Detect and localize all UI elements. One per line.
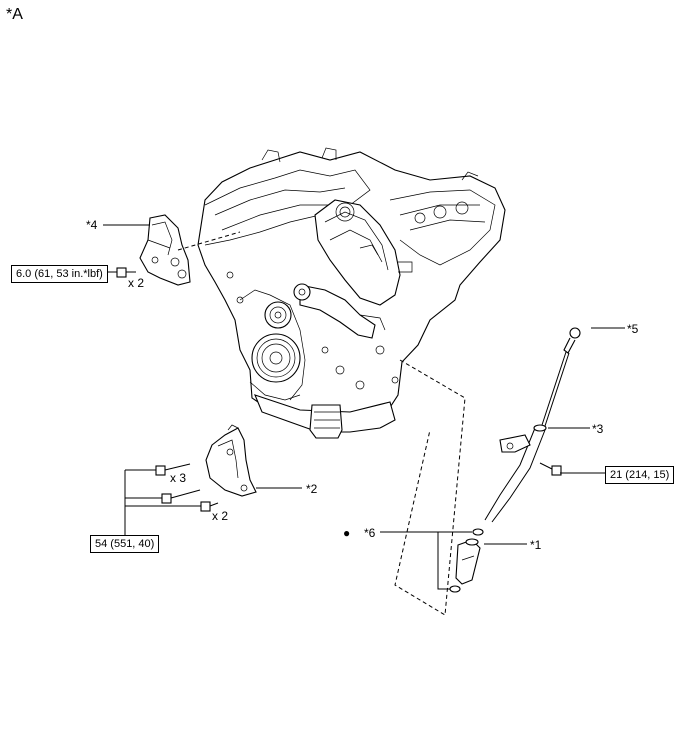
engine-assembly [197, 147, 506, 439]
callout-4: *4 [86, 218, 98, 232]
part-1-tube-lower [455, 538, 481, 585]
torque-spec-bracket: 54 (551, 40) [90, 535, 160, 553]
qty-bracket-top: x 3 [170, 471, 187, 485]
o-ring-upper [472, 528, 484, 536]
callout-5: *5 [627, 322, 639, 336]
bullet-mark: ● [343, 526, 351, 540]
torque-spec-mount: 6.0 (61, 53 in.*lbf) [11, 265, 108, 283]
part-3-guide-tube [484, 424, 547, 523]
callout-1: *1 [530, 538, 542, 552]
qty-bracket-bottom: x 2 [212, 509, 229, 523]
crank-pulley [251, 333, 301, 383]
bolt-3 [539, 462, 562, 476]
part-4-bracket [139, 214, 191, 286]
o-ring-lower [449, 585, 461, 593]
view-label: *A [6, 6, 23, 23]
oil-filter [309, 404, 343, 439]
torque-spec-guide: 21 (214, 15) [605, 466, 675, 484]
part-2-bracket [205, 424, 257, 497]
qty-mount: x 2 [128, 276, 145, 290]
callout-2: *2 [306, 482, 318, 496]
part-5-dipstick [541, 327, 581, 427]
callout-6: *6 [364, 526, 376, 540]
callout-3: *3 [592, 422, 604, 436]
